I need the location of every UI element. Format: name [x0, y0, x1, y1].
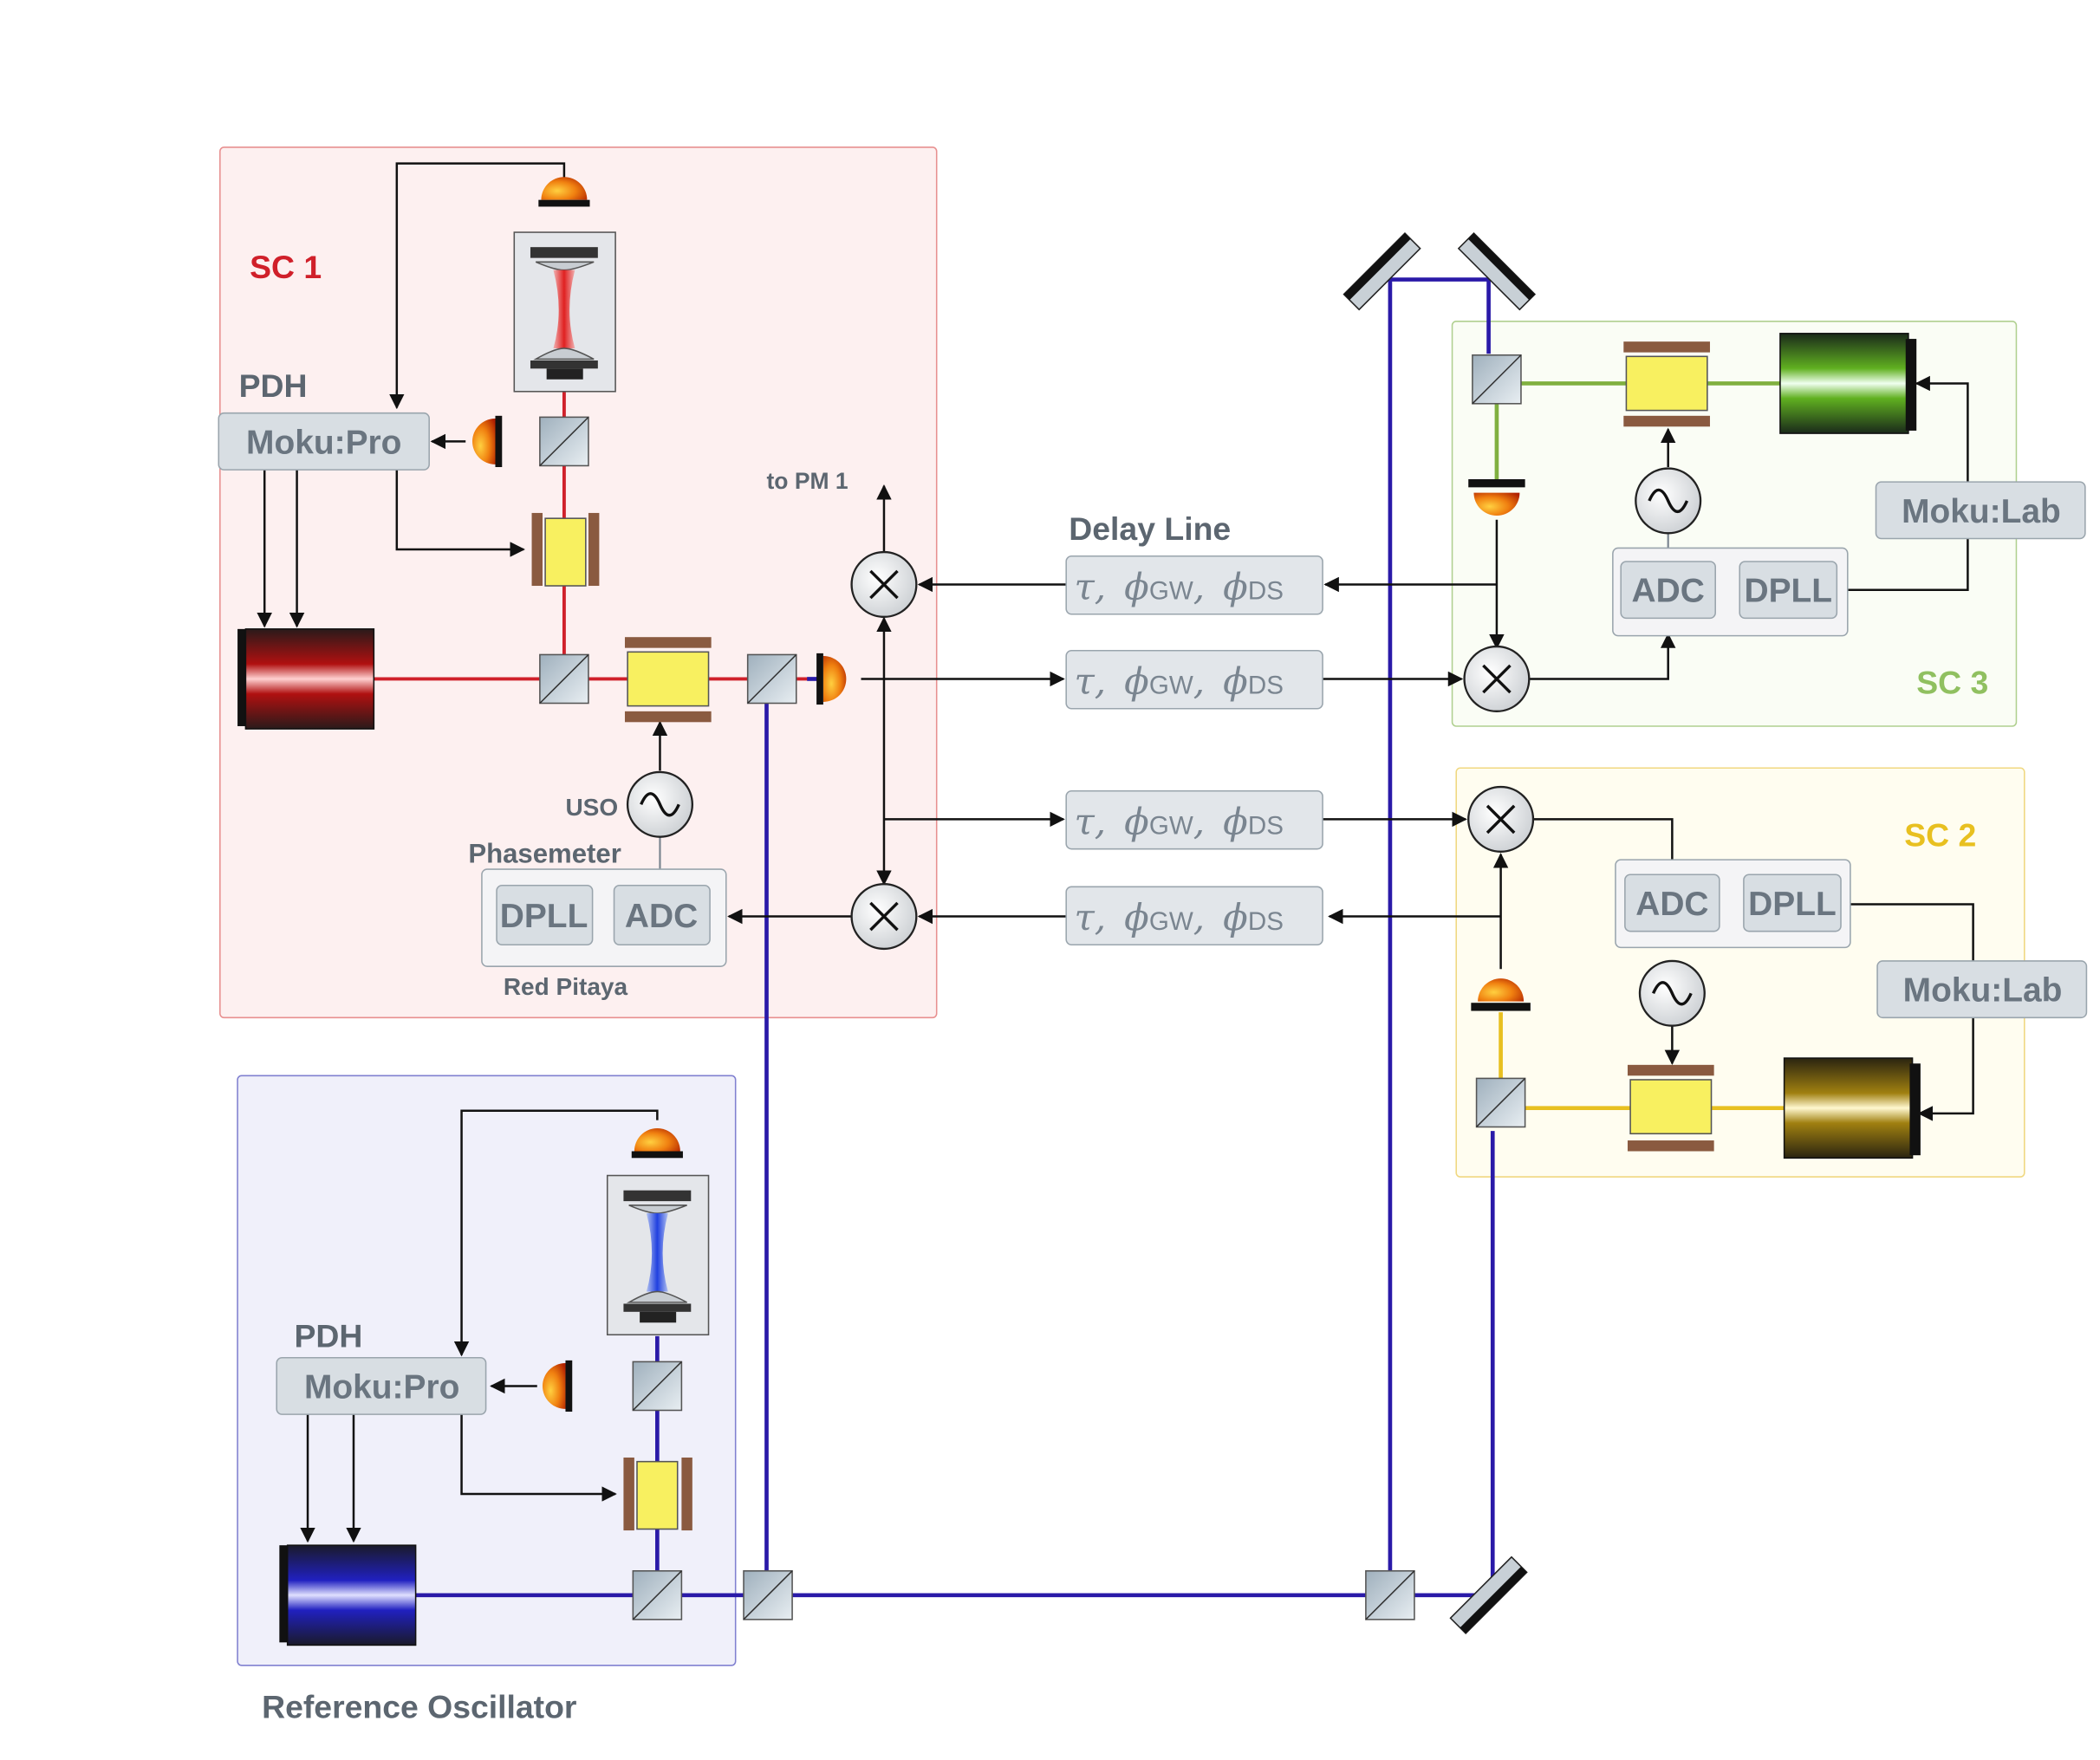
sc1-pdh-label: PDH [239, 367, 308, 404]
mirror-icon [1343, 232, 1421, 311]
laser-icon [1783, 1057, 1921, 1159]
sc3-phasemeter: ADC DPLL [1612, 547, 1849, 637]
sc1-controller-label: Moku:Pro [246, 424, 401, 461]
beamsplitter-icon [632, 1570, 683, 1620]
signal-lines [257, 162, 1974, 1543]
delay-entry-3: τ, ϕGW, ϕDS [1075, 896, 1284, 938]
photodiode-icon [472, 415, 503, 467]
to-pm-label: to PM 1 [766, 468, 848, 494]
delay-line-box: τ, ϕGW, ϕDS [1065, 886, 1323, 946]
laser-icon [279, 1544, 417, 1646]
beamsplitter-icon [539, 653, 589, 705]
delay-line-title: Delay Line [1069, 510, 1231, 547]
beamsplitter-icon [1365, 1570, 1415, 1620]
sc1-phasemeter: DPLL ADC [481, 868, 727, 967]
ref-moku-pro: Moku:Pro [276, 1356, 487, 1415]
sc1-adc-label: ADC [625, 898, 698, 935]
sc2-moku-lab: Moku:Lab [1876, 960, 2088, 1019]
reference-title: Reference Oscillator [262, 1689, 576, 1725]
cavity-icon [606, 1174, 710, 1336]
sc3-moku-lab: Moku:Lab [1875, 481, 2086, 540]
photodiode-icon [631, 1128, 683, 1159]
beamsplitter-icon [539, 416, 589, 467]
sc1-moku-pro: Moku:Pro [218, 412, 430, 471]
beamsplitter-icon [746, 653, 797, 705]
photodiode-icon [1471, 978, 1531, 1011]
modulator-icon [531, 512, 600, 587]
multiply-icon [850, 550, 918, 619]
ref-pdh-label: PDH [294, 1317, 362, 1354]
beamsplitter-icon [743, 1570, 793, 1620]
beamsplitter-icon [1472, 354, 1522, 405]
laser-icon [237, 628, 375, 730]
modulator-icon [1623, 341, 1710, 427]
sc1-dpll-label: DPLL [500, 898, 588, 935]
delay-entry-0: τ, ϕGW, ϕDS [1075, 566, 1284, 608]
delay-line-box: τ, ϕGW, ϕDS [1065, 649, 1323, 710]
laser-icon [1779, 333, 1917, 434]
cavity-icon [513, 231, 616, 393]
sc2-adc-label: ADC [1635, 886, 1708, 923]
sine-wave-icon [1638, 959, 1706, 1027]
multiply-icon [1463, 645, 1531, 713]
sc2-dpll-label: DPLL [1748, 886, 1837, 923]
phasemeter-label: Phasemeter [468, 838, 621, 868]
mirror-icon [1457, 232, 1537, 311]
sine-wave-icon [1635, 467, 1702, 535]
beamsplitter-icon [632, 1361, 683, 1412]
photodiode-icon [1468, 479, 1525, 516]
multiply-icon [1467, 785, 1535, 853]
modulator-icon [1627, 1064, 1714, 1152]
sc3-adc-label: ADC [1632, 573, 1705, 610]
ref-controller-label: Moku:Pro [304, 1368, 459, 1406]
red-pitaya-label: Red Pitaya [504, 973, 628, 1000]
delay-line-box: τ, ϕGW, ϕDS [1065, 555, 1323, 615]
photodiode-icon [538, 177, 590, 207]
multiply-icon [850, 883, 918, 951]
sc3-title: SC 3 [1916, 665, 1988, 701]
sc1-title: SC 1 [250, 249, 322, 285]
sc3-controller-label: Moku:Lab [1902, 493, 2061, 530]
beamsplitter-icon [1475, 1077, 1526, 1128]
uso-label: USO [565, 794, 618, 821]
sine-wave-icon [626, 770, 694, 838]
modulator-icon [623, 1457, 692, 1531]
photodiode-icon [542, 1360, 573, 1413]
sc2-controller-label: Moku:Lab [1903, 972, 2063, 1010]
sc3-dpll-label: DPLL [1744, 573, 1832, 610]
delay-line-box: τ, ϕGW, ϕDS [1065, 789, 1323, 850]
photodiode-icon [816, 653, 847, 705]
mirror-icon [1449, 1555, 1528, 1634]
delay-entry-2: τ, ϕGW, ϕDS [1075, 801, 1284, 843]
delay-entry-1: τ, ϕGW, ϕDS [1075, 660, 1284, 703]
sc2-title: SC 2 [1904, 817, 1976, 854]
sc2-phasemeter: ADC DPLL [1615, 859, 1851, 949]
modulator-icon [624, 637, 712, 723]
